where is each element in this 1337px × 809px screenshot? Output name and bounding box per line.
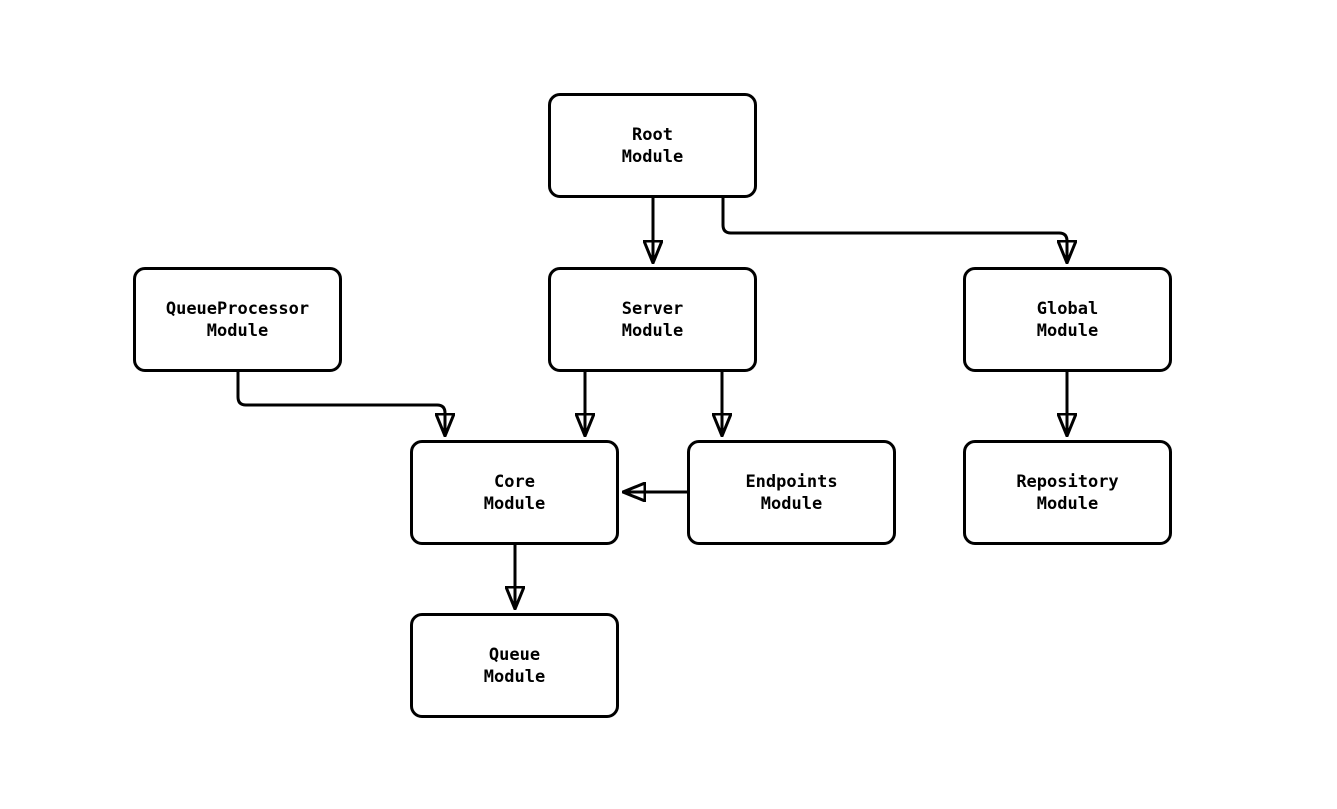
node-title: Root [632,124,673,145]
node-title: QueueProcessor [165,298,310,319]
node-queue-module: Queue Module [410,613,619,718]
node-title: Repository [1016,471,1119,492]
node-subtitle: Module [621,146,684,167]
node-subtitle: Module [621,320,684,341]
node-title: Core [494,471,535,492]
node-title: Server [621,298,684,319]
node-global-module: Global Module [963,267,1172,372]
node-queueprocessor-module: QueueProcessor Module [133,267,342,372]
node-subtitle: Module [483,666,546,687]
node-subtitle: Module [483,493,546,514]
node-endpoints-module: Endpoints Module [687,440,896,545]
node-root-module: Root Module [548,93,757,198]
node-subtitle: Module [760,493,823,514]
node-title: Global [1036,298,1099,319]
node-title: Endpoints [745,471,838,492]
node-subtitle: Module [1036,320,1099,341]
node-repository-module: Repository Module [963,440,1172,545]
node-subtitle: Module [1036,493,1099,514]
node-core-module: Core Module [410,440,619,545]
node-subtitle: Module [206,320,269,341]
node-server-module: Server Module [548,267,757,372]
edge-root-global [721,198,1067,262]
node-title: Queue [488,644,541,665]
edge-queueprocessor-core [236,372,445,435]
